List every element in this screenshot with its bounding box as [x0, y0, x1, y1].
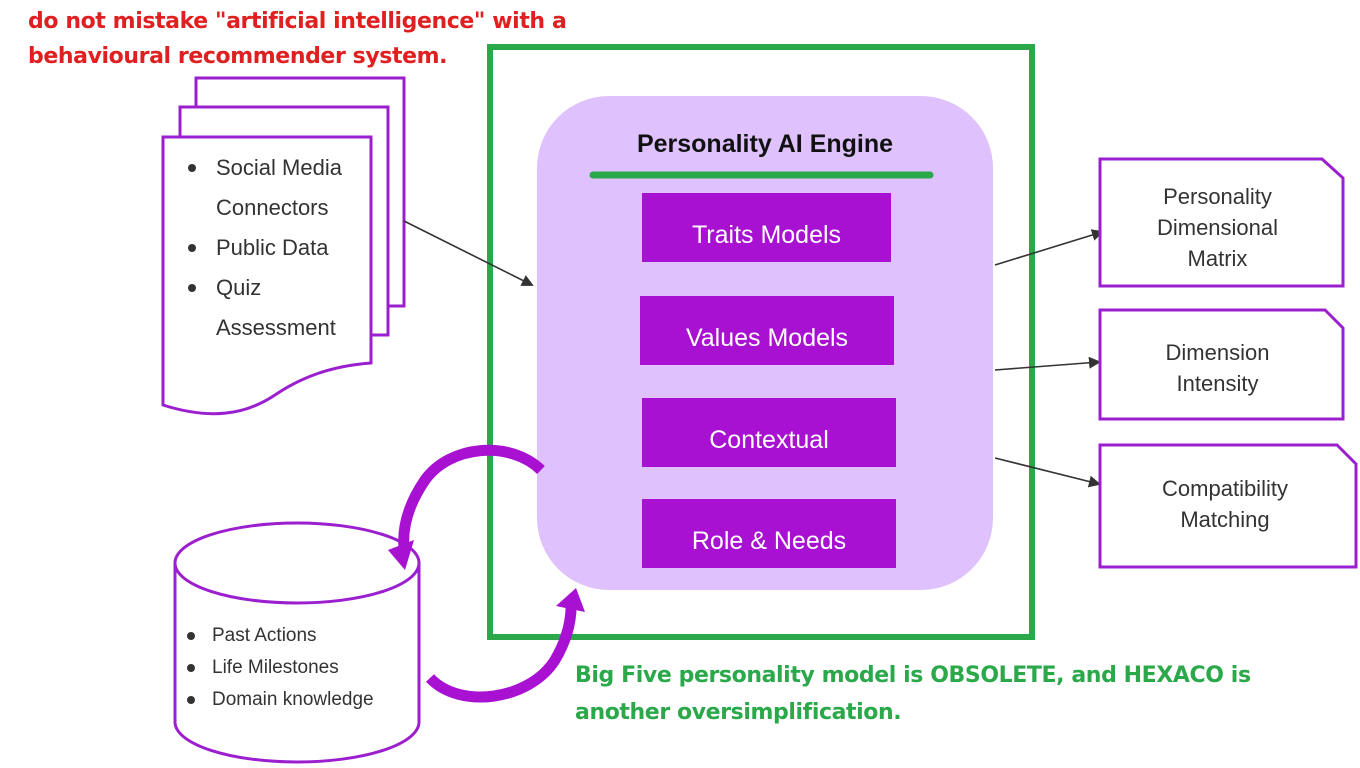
database-top [173, 521, 421, 605]
output-box-compatibility [1098, 443, 1358, 569]
module-values-models: Values Models [640, 296, 894, 365]
curved-arrow-database-to-engine [425, 588, 585, 703]
document-front-page [161, 135, 373, 416]
module-role-needs: Role & Needs [642, 499, 896, 568]
curved-arrow-engine-to-database [388, 444, 545, 570]
list-item: Quiz Assessment [186, 268, 366, 348]
database-body [173, 563, 421, 764]
engine-title: Personality AI Engine [636, 130, 894, 158]
output-box-matrix [1098, 157, 1345, 288]
database-cylinder-icon [173, 521, 421, 764]
bullet-icon [187, 664, 195, 672]
list-item: Life Milestones [185, 652, 374, 684]
database-list: Past Actions Life Milestones Domain know… [185, 620, 374, 716]
arrow-engine-to-compatibility [994, 457, 1101, 488]
arrow-engine-to-intensity [994, 356, 1101, 371]
bullet-icon [188, 164, 196, 172]
module-traits-models: Traits Models [642, 193, 891, 262]
output-matrix-label: Personality Dimensional Matrix [1156, 184, 1279, 271]
bullet-icon [187, 696, 195, 704]
bullet-icon [188, 244, 196, 252]
highlight-frame [487, 44, 1035, 640]
bullet-icon [187, 632, 195, 640]
bottom-annotation: Big Five personality model is OBSOLETE, … [575, 663, 1251, 725]
documents-stack-icon [161, 76, 406, 416]
list-item: Past Actions [185, 620, 374, 652]
list-item: Social Media Connectors [186, 148, 366, 228]
output-intensity-label: Dimension Intensity [1165, 340, 1270, 396]
bullet-icon [188, 284, 196, 292]
output-compatibility-label: Compatibility Matching [1162, 476, 1288, 532]
arrow-documents-to-engine [403, 220, 534, 286]
list-item: Public Data [186, 228, 366, 268]
top-annotation: do not mistake "artificial intelligence"… [28, 9, 567, 69]
list-item: Domain knowledge [185, 684, 374, 716]
arrow-engine-to-matrix [994, 229, 1104, 266]
output-box-intensity [1098, 308, 1345, 421]
documents-list: Social Media Connectors Public Data Quiz… [186, 148, 366, 348]
module-contextual: Contextual [642, 398, 896, 467]
